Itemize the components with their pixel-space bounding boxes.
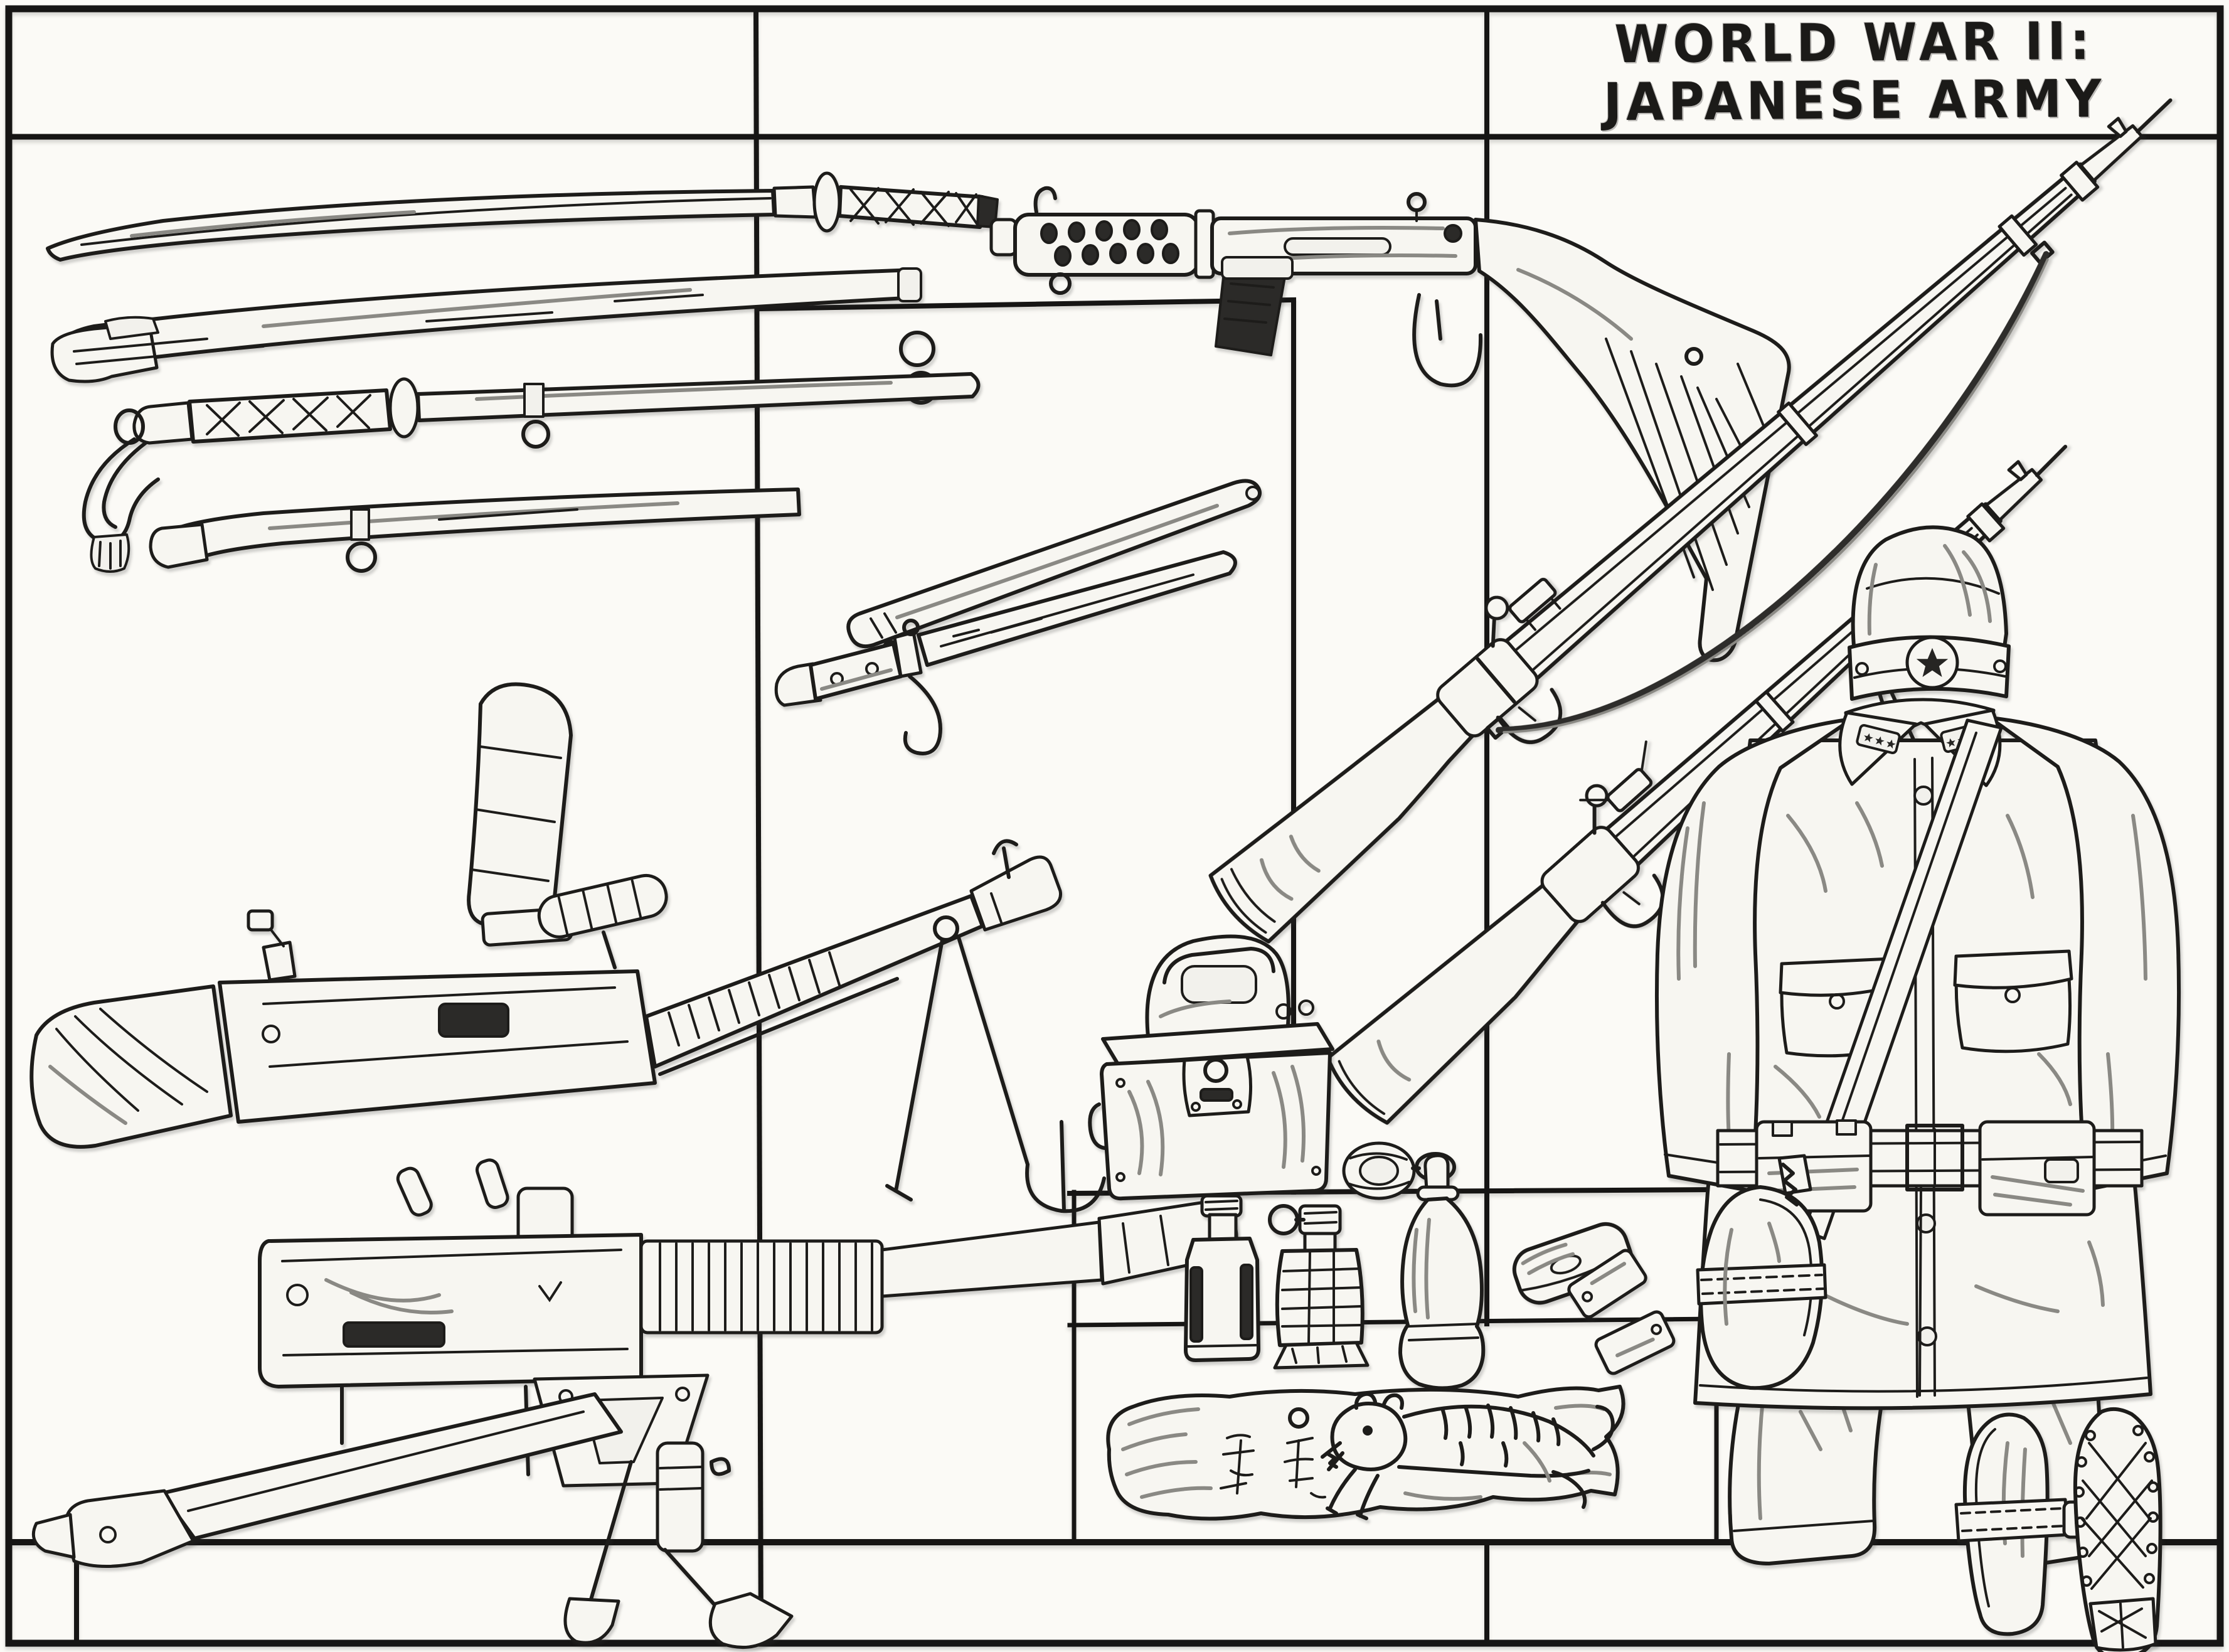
tabi-sole-illustration [1954, 1412, 2083, 1636]
whistle-coil-illustration [1342, 1141, 1456, 1200]
sword-scabbard-illustration [149, 488, 801, 573]
hobnail-sole-illustration [2073, 1407, 2163, 1652]
type96-lmg-illustration [29, 682, 1106, 1213]
type38-rifle-illustration [1208, 98, 2173, 944]
id-tags-illustration [1567, 1249, 1676, 1375]
grenade-illustration [1268, 1204, 1370, 1370]
canteen-illustration [1696, 1154, 1827, 1390]
type92-hmg-illustration [31, 1158, 1238, 1649]
chest-pockets [1779, 949, 2073, 1058]
ammo-box-illustration [1088, 934, 1334, 1201]
plate-title-line2: JAPANESE ARMY [1603, 69, 2106, 133]
tiger-drawing [1321, 1392, 1615, 1520]
field-cap-illustration [1848, 525, 2011, 701]
shin-gunto-illustration [82, 372, 981, 573]
kanji-inscription [1220, 1434, 1326, 1499]
tunic-illustration [1654, 698, 2181, 1410]
plate-title-line1: WORLD WAR II: [1614, 11, 2095, 75]
type100-smg-illustration [989, 186, 1791, 663]
water-bottle-illustration [1398, 1154, 1486, 1390]
tiger-pennant-illustration [1106, 1385, 1625, 1521]
type30-bayonet-illustration [774, 550, 1237, 755]
katana-blade-illustration [46, 171, 999, 262]
oiler-bottle-illustration [1184, 1194, 1260, 1362]
katana-scabbard-illustration [50, 267, 938, 405]
bayonet-scabbard-illustration [846, 479, 1262, 658]
waist-belt [1716, 1119, 2144, 1217]
plate-title: WORLD WAR II: JAPANESE ARMY [1487, 6, 2221, 138]
